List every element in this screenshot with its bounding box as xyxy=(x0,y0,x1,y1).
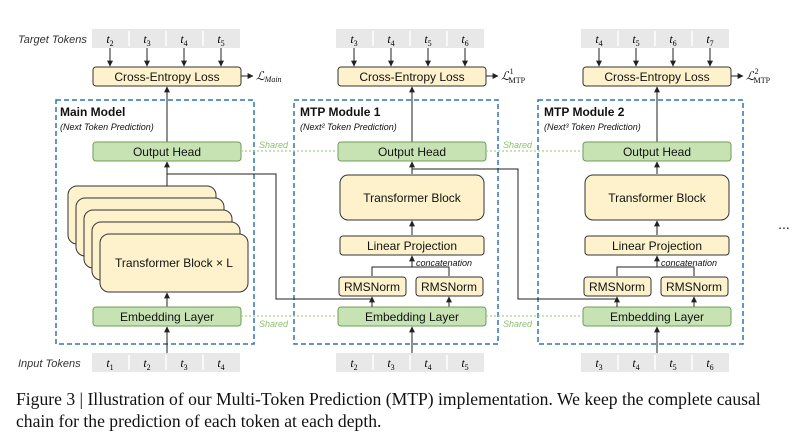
main-input-token: t1 xyxy=(106,356,113,372)
mtp2-transformer-label: Transformer Block xyxy=(608,191,707,205)
mtp2-target-tokens: t4 t5 t6 t7 xyxy=(581,29,729,48)
mtp1-input-token: t4 xyxy=(424,356,431,372)
target-tokens-label: Target Tokens xyxy=(18,34,87,46)
mtp1-input-tokens: t2 t3 t4 t5 xyxy=(336,353,484,372)
mtp2-output-head-label: Output Head xyxy=(623,145,691,159)
mtp1-rmsnorm-a-label: RMSNorm xyxy=(344,280,400,294)
main-loss-label: Cross-Entropy Loss xyxy=(114,70,219,84)
shared-label: Shared xyxy=(259,140,289,150)
mtp1-rmsnorm-b xyxy=(415,276,484,297)
mtp2-input-token: t6 xyxy=(706,356,713,372)
shared-links: Shared Shared Shared Shared xyxy=(241,140,583,329)
main-model-subtitle: (Next Token Prediction) xyxy=(60,122,154,132)
mtp2-target-token: t5 xyxy=(632,32,639,48)
mtp2-linear-projection xyxy=(584,235,730,256)
main-model-title: Main Model xyxy=(60,105,125,119)
input-tokens-label: Input Tokens xyxy=(18,358,81,370)
main-input-token: t4 xyxy=(217,356,224,372)
main-model-container xyxy=(55,99,255,345)
main-model-group: t2 t3 t4 t5 Cross-Entropy Loss ℒMain Mai… xyxy=(55,29,282,372)
main-input-tokens: t1 t2 t3 t4 xyxy=(92,353,240,372)
mtp1-transformer-block xyxy=(339,174,485,221)
hidden-state-connections xyxy=(167,168,620,307)
shared-label: Shared xyxy=(503,140,533,150)
mtp2-container xyxy=(537,99,744,345)
mtp1-embedding-label: Embedding Layer xyxy=(365,310,459,324)
ellipsis-more-modules: ... xyxy=(778,216,790,232)
mtp1-linear-projection xyxy=(339,235,485,256)
main-target-tokens: t2 t3 t4 t5 xyxy=(92,29,240,48)
main-embedding-label: Embedding Layer xyxy=(120,310,214,324)
main-target-token: t4 xyxy=(180,32,187,48)
mtp1-transformer-label: Transformer Block xyxy=(363,191,462,205)
mtp1-target-tokens: t3 t4 t5 t6 xyxy=(336,29,484,48)
main-target-token: t2 xyxy=(106,32,113,48)
main-transformer-stack: Transformer Block × L xyxy=(67,185,249,293)
figure-caption: Figure 3 | Illustration of our Multi-Tok… xyxy=(16,389,761,431)
mtp1-input-token: t5 xyxy=(461,356,468,372)
mtp2-input-token: t5 xyxy=(669,356,676,372)
mtp1-title: MTP Module 1 xyxy=(300,105,381,119)
mtp1-rmsnorm-a xyxy=(338,276,407,297)
mtp2-input-tokens: t3 t4 t5 t6 xyxy=(581,353,729,372)
mtp1-loss-label: Cross-Entropy Loss xyxy=(359,70,464,84)
mtp2-target-token: t4 xyxy=(595,32,602,48)
mtp1-target-token: t4 xyxy=(387,32,394,48)
mtp2-transformer-block xyxy=(584,174,730,221)
mtp2-input-token: t3 xyxy=(595,356,602,372)
mtp1-subtitle: (Next² Token Prediction) xyxy=(300,122,397,132)
shared-label: Shared xyxy=(259,319,289,329)
mtp-diagram: Target Tokens Input Tokens t2 t3 t4 t5 C… xyxy=(18,29,790,372)
mtp2-input-token: t4 xyxy=(632,356,639,372)
mtp2-rmsnorm-b xyxy=(660,276,729,297)
mtp1-target-token: t5 xyxy=(424,32,431,48)
mtp2-linear-label: Linear Projection xyxy=(612,239,702,253)
mtp2-target-token: t6 xyxy=(669,32,676,48)
mtp1-linear-label: Linear Projection xyxy=(367,239,457,253)
mtp1-concatenation-label: concatenation xyxy=(416,258,472,268)
mtp1-rmsnorm-b-label: RMSNorm xyxy=(421,280,477,294)
mtp1-input-token: t2 xyxy=(350,356,357,372)
mtp2-target-token: t7 xyxy=(706,32,713,48)
mtp1-target-token: t6 xyxy=(461,32,468,48)
mtp2-embedding-label: Embedding Layer xyxy=(610,310,704,324)
main-output-head-label: Output Head xyxy=(133,145,201,159)
main-target-token: t3 xyxy=(143,32,150,48)
mtp1-input-token: t3 xyxy=(387,356,394,372)
main-input-token: t2 xyxy=(143,356,150,372)
mtp1-target-token: t3 xyxy=(350,32,357,48)
shared-label: Shared xyxy=(503,319,533,329)
main-transformer-label: Transformer Block × L xyxy=(115,256,233,270)
mtp2-concatenation-label: concatenation xyxy=(661,258,717,268)
mtp2-rmsnorm-a xyxy=(583,276,652,297)
main-loss-symbol: ℒMain xyxy=(256,69,282,84)
mtp2-rmsnorm-a-label: RMSNorm xyxy=(589,280,645,294)
mtp2-loss-label: Cross-Entropy Loss xyxy=(604,70,709,84)
mtp2-rmsnorm-b-label: RMSNorm xyxy=(666,280,722,294)
mtp1-output-head-label: Output Head xyxy=(378,145,446,159)
main-input-token: t3 xyxy=(180,356,187,372)
mtp2-subtitle: (Next³ Token Prediction) xyxy=(544,122,641,132)
mtp2-title: MTP Module 2 xyxy=(544,105,625,119)
main-target-token: t5 xyxy=(217,32,224,48)
